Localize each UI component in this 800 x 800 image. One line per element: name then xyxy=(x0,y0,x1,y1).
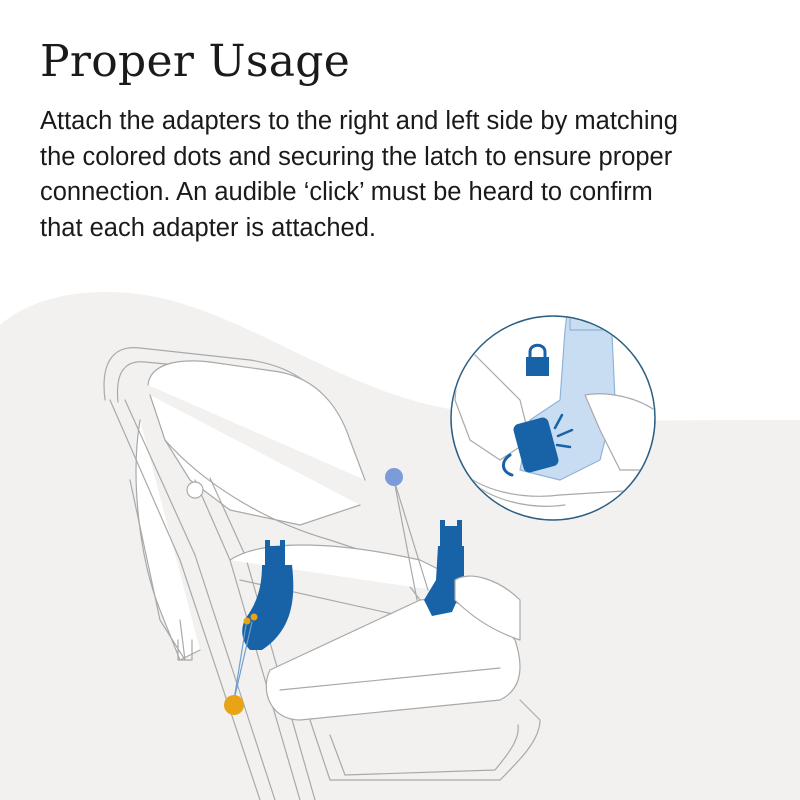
page-title: Proper Usage xyxy=(40,36,351,87)
instructions-line: that each adapter is attached. xyxy=(40,213,376,242)
instructions-line: connection. An audible ‘click’ must be h… xyxy=(40,178,653,206)
orange-dot xyxy=(224,695,244,715)
instructions-text: Attach the adapters to the right and lef… xyxy=(40,104,770,246)
instructions-line: Attach the adapters to the right and lef… xyxy=(40,107,678,135)
right-adapter xyxy=(424,520,464,616)
left-adapter-marker xyxy=(224,621,253,715)
left-adapter xyxy=(242,540,294,650)
latch-detail-callout xyxy=(450,315,656,521)
blue-dot xyxy=(385,468,403,486)
right-adapter-marker xyxy=(385,468,429,601)
lock-icon xyxy=(526,343,549,376)
click-lines-icon xyxy=(553,413,574,449)
arrow-rotate-icon xyxy=(502,453,514,477)
instructions-line: the colored dots and securing the latch … xyxy=(40,142,673,171)
